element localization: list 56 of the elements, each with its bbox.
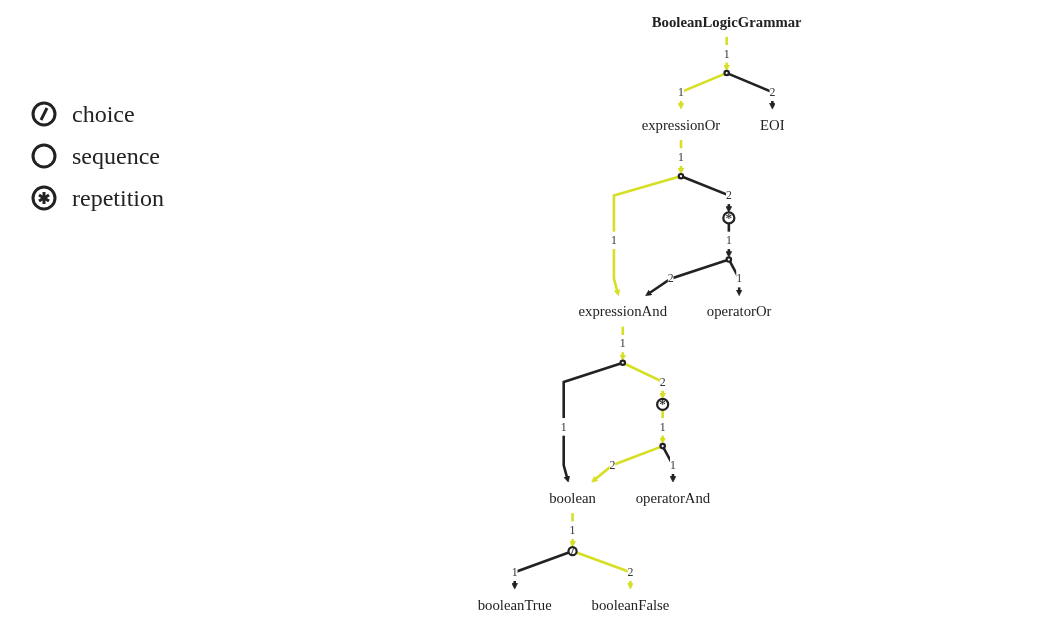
arrow	[678, 140, 685, 175]
node-text: boolean	[549, 489, 597, 506]
arrow	[725, 223, 733, 258]
edge-label: 2	[660, 375, 666, 388]
arrow	[728, 72, 776, 110]
node-text: booleanFalse	[591, 596, 670, 613]
node-text: expressionAnd	[578, 303, 668, 320]
node-circle: *	[722, 211, 736, 225]
edge-label: 1	[561, 420, 567, 433]
edge-label: 1	[512, 565, 518, 579]
edge-label: 2	[627, 565, 634, 579]
arrow	[562, 362, 622, 483]
arrow	[729, 260, 743, 296]
node-circle	[659, 442, 667, 450]
arrow	[569, 513, 577, 548]
node-circle	[619, 359, 627, 367]
arrow	[576, 551, 634, 590]
node-text: BooleanLogicGrammar	[652, 13, 802, 30]
arrow	[678, 72, 726, 110]
arrow	[723, 36, 731, 72]
node-text: expressionOr	[641, 116, 721, 133]
edge-label: 1	[660, 420, 666, 433]
arrow	[659, 409, 667, 445]
edge-label: 1	[670, 458, 677, 472]
arrow	[645, 259, 728, 296]
node-circle: /	[567, 546, 579, 557]
node-text: EOI	[760, 116, 785, 133]
arrow	[591, 445, 662, 483]
edge-label: 1	[678, 150, 685, 163]
node-circle	[723, 69, 731, 77]
arrow	[612, 175, 680, 296]
edge-label: 1	[569, 523, 576, 537]
legend-label: sequence	[72, 142, 160, 170]
arrow	[619, 326, 627, 361]
edge-label: 2	[609, 458, 616, 472]
arrow	[624, 362, 667, 400]
edge-label: 2	[769, 85, 776, 99]
node-text: operatorOr	[707, 303, 772, 320]
edge-label: 1	[620, 336, 627, 350]
edge-label: 1	[678, 85, 685, 99]
edge-label: 1	[736, 272, 743, 285]
node-text: operatorAnd	[636, 489, 711, 506]
edge-label: 1	[726, 233, 733, 247]
node-text: booleanTrue	[478, 596, 553, 613]
legend-label: repetition	[72, 184, 164, 212]
node-circle	[725, 256, 733, 263]
arrow	[662, 447, 677, 483]
arrow	[511, 551, 570, 590]
edge-label: 2	[726, 188, 733, 202]
edge-label: 1	[724, 47, 730, 60]
arrow	[682, 175, 733, 213]
edge-label: 2	[668, 272, 674, 285]
node-circle	[678, 172, 685, 180]
legend-label: choice	[72, 100, 135, 128]
edge-label: 1	[611, 233, 618, 247]
node-circle: *	[656, 397, 670, 412]
